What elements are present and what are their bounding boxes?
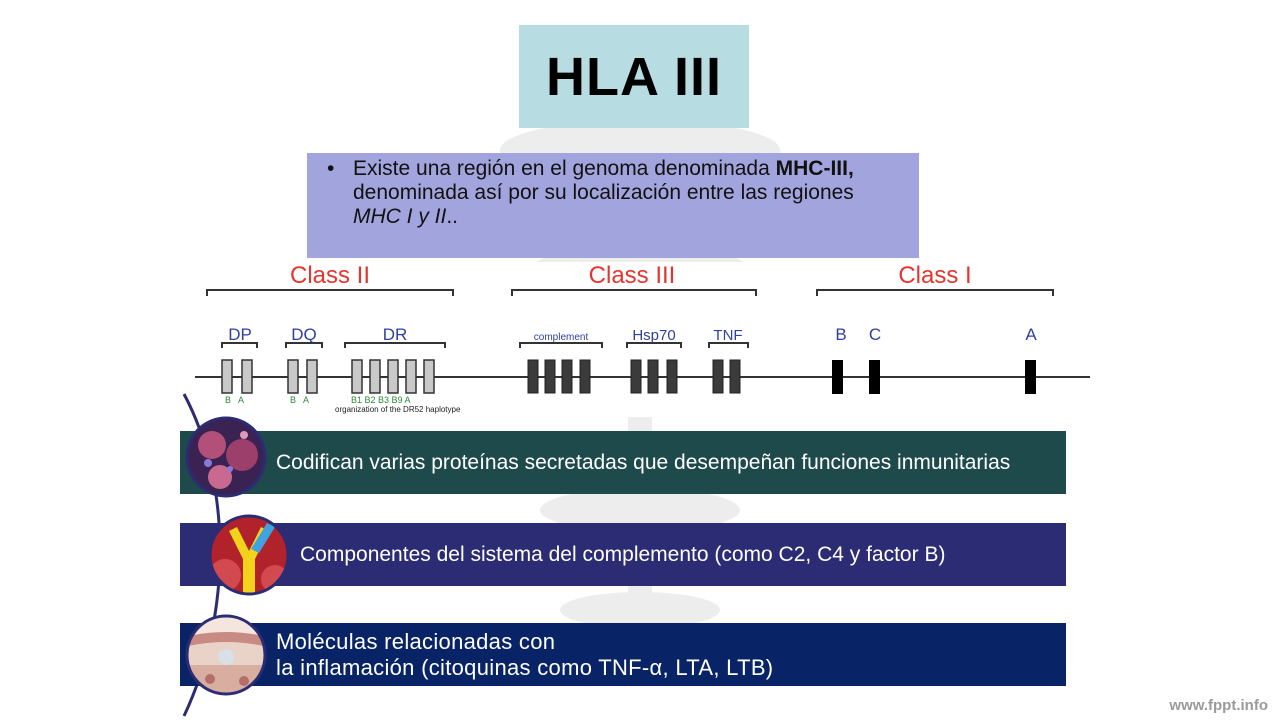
dp-b-gene [221, 359, 233, 394]
dq-b-gene [287, 359, 299, 394]
hla-a-gene [1025, 360, 1036, 394]
class-i-label: Class I [898, 262, 971, 289]
hsp70-gene-1 [630, 359, 642, 394]
dp-a-gene [241, 359, 253, 394]
dr-a-gene [423, 359, 435, 394]
class-iii-bracket [511, 289, 757, 296]
dp-label: DP [228, 325, 252, 344]
hsp70-label: Hsp70 [632, 327, 675, 344]
title-box: HLA III [519, 25, 749, 128]
cells-thumbnail-icon [185, 416, 267, 498]
hsp70-bracket [626, 342, 682, 348]
dr-bracket [344, 342, 446, 348]
dp-bracket [221, 342, 258, 348]
skin-thumbnail-icon [185, 614, 267, 696]
intro-text-bold: MHC-III, [775, 157, 854, 180]
dr-b9-gene [405, 359, 417, 394]
intro-box: • Existe una región en el genoma denomin… [307, 153, 919, 258]
a-label: A [1025, 325, 1037, 344]
class-ii-label: Class II [290, 262, 370, 289]
dq-sublabels: B A [290, 395, 309, 405]
hsp70-gene-3 [666, 359, 678, 394]
bullet-dot: • [327, 157, 335, 180]
dr-b1-gene [351, 359, 363, 394]
intro-text: Existe una región en el genoma denominad… [353, 157, 899, 229]
class-i-bracket [816, 289, 1054, 296]
complement-gene-1 [527, 359, 539, 394]
intro-bullet-row: • Existe una región en el genoma denomin… [327, 157, 899, 229]
point-3-line1: Moléculas relacionadas con [276, 628, 556, 654]
diagram-caption: organization of the DR52 haplotype [335, 405, 461, 414]
complement-bracket [519, 342, 603, 348]
tnf-gene-1 [712, 359, 724, 394]
dq-a-gene [306, 359, 318, 394]
dr-b3-gene [387, 359, 399, 394]
mhc-gene-map: Class II Class III Class I DP DQ DR comp… [195, 262, 1095, 417]
dr-b2-gene [369, 359, 381, 394]
point-3-line2: la inflamación (citoquinas como TNF-α, L… [276, 654, 774, 680]
complement-gene-3 [561, 359, 573, 394]
hsp70-gene-2 [647, 359, 659, 394]
intro-text-part2: denominada así por su localización entre… [353, 181, 854, 204]
intro-text-italic: MHC I y II [353, 205, 447, 228]
b-label: B [835, 325, 846, 344]
hla-c-gene [869, 360, 880, 394]
point-band-1: Codifican varias proteínas secretadas qu… [180, 431, 1066, 494]
class-iii-label: Class III [589, 262, 676, 289]
antibody-thumbnail-icon [208, 514, 290, 596]
slide-title: HLA III [546, 46, 722, 107]
complement-label: complement [534, 332, 589, 343]
point-1-text: Codifican varias proteínas secretadas qu… [276, 450, 1011, 474]
point-band-2: Componentes del sistema del complemento … [180, 523, 1066, 586]
footer-url: www.fppt.info [1169, 697, 1268, 714]
point-2-text: Componentes del sistema del complemento … [300, 542, 946, 566]
dq-label: DQ [291, 325, 317, 344]
dp-sublabels: B A [225, 395, 244, 405]
tnf-bracket [708, 342, 749, 348]
tnf-gene-2 [729, 359, 741, 394]
dr-label: DR [383, 325, 408, 344]
intro-text-part1: Existe una región en el genoma denominad… [353, 157, 776, 180]
dr-sublabels: B1 B2 B3 B9 A [351, 395, 411, 405]
point-3-text: Moléculas relacionadas con la inflamació… [276, 629, 773, 681]
intro-text-end: .. [446, 205, 459, 228]
class-ii-bracket [206, 289, 454, 296]
complement-gene-4 [579, 359, 591, 394]
hla-b-gene [832, 360, 843, 394]
c-label: C [869, 325, 881, 344]
dq-bracket [285, 342, 323, 348]
point-band-3: Moléculas relacionadas con la inflamació… [180, 623, 1066, 686]
complement-gene-2 [544, 359, 556, 394]
tnf-label: TNF [713, 327, 742, 344]
